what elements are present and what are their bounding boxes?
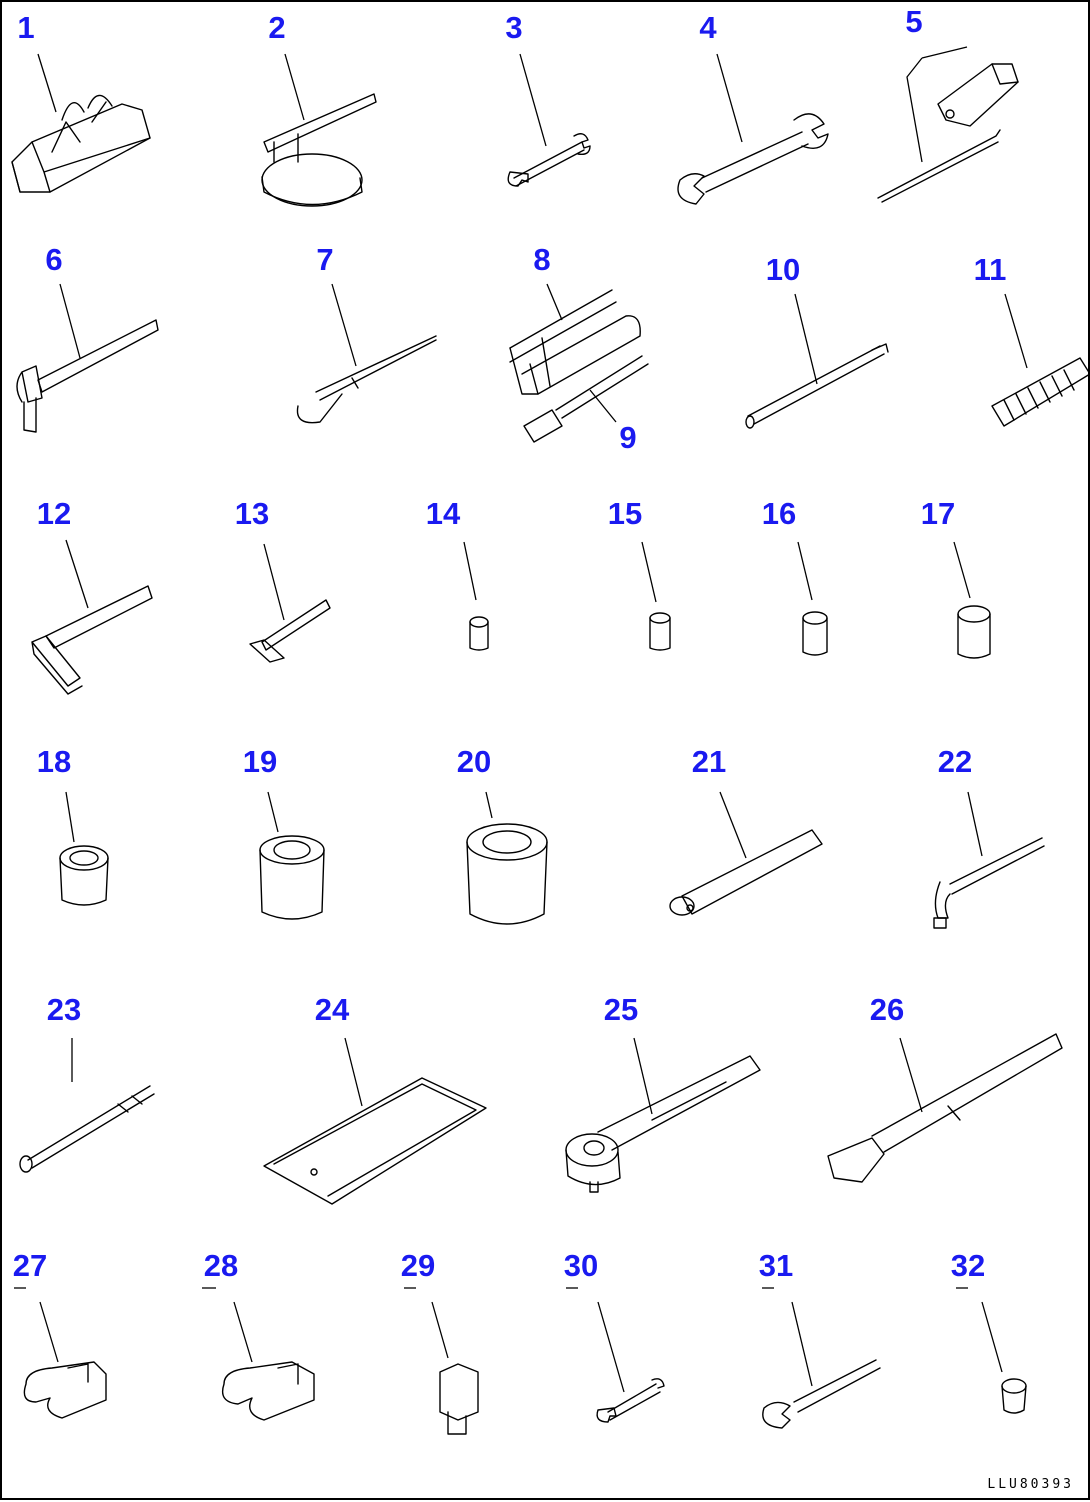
callout-3: 3 <box>505 10 523 45</box>
socket-17-icon <box>953 541 991 659</box>
small-spanner-30-icon <box>566 1287 665 1423</box>
hex-key-small-icon <box>249 543 331 663</box>
callout-11: 11 <box>973 252 1007 287</box>
hex-key-large-icon <box>31 539 153 695</box>
callout-2: 2 <box>268 10 286 45</box>
callout-19: 19 <box>242 744 278 779</box>
socket-14-icon <box>463 541 489 651</box>
flare-wrench-31-icon <box>762 1287 881 1429</box>
callout-30: 30 <box>563 1248 599 1283</box>
callout-1: 1 <box>17 10 35 45</box>
nut-32-icon <box>956 1287 1027 1414</box>
callout-5: 5 <box>905 4 923 39</box>
ratchet-handle-25-icon <box>565 1037 761 1193</box>
callout-23: 23 <box>46 992 82 1027</box>
callout-18: 18 <box>36 744 72 779</box>
callout-13: 13 <box>234 496 270 531</box>
filter-wrench-icon <box>261 53 377 207</box>
adapter-29-icon <box>404 1287 479 1435</box>
screwdriver-icon <box>877 46 1019 203</box>
callout-27: 27 <box>12 1248 48 1283</box>
scraper-26-icon <box>827 1033 1063 1183</box>
extension-bar-icon <box>523 355 649 443</box>
crowfoot-27-icon <box>14 1287 107 1419</box>
socket-18-icon <box>59 791 109 906</box>
tool-case-24-icon <box>263 1037 487 1205</box>
callout-9: 9 <box>619 420 637 455</box>
long-bar-icon <box>745 293 889 429</box>
callout-21: 21 <box>691 744 727 779</box>
callout-6: 6 <box>45 242 63 277</box>
callout-10: 10 <box>765 252 801 287</box>
socket-16-icon <box>797 541 828 656</box>
callout-24: 24 <box>314 992 350 1027</box>
hammer-icon <box>16 283 159 433</box>
callout-25: 25 <box>603 992 639 1027</box>
callout-22: 22 <box>937 744 973 779</box>
drawing-code: LLU80393 <box>987 1477 1074 1492</box>
socket-19-icon <box>259 791 325 920</box>
small-spanner-icon <box>507 53 591 187</box>
pry-bar-icon <box>296 283 437 424</box>
callout-4: 4 <box>699 10 717 45</box>
callout-20: 20 <box>456 744 492 779</box>
box-wrench-icon <box>509 283 641 395</box>
ratchet-extension-21-icon <box>669 791 823 916</box>
callout-16: 16 <box>761 496 797 531</box>
t-handle-22-icon <box>933 791 1045 929</box>
callout-28: 28 <box>203 1248 239 1283</box>
callout-14: 14 <box>425 496 461 531</box>
callout-26: 26 <box>869 992 905 1027</box>
callout-29: 29 <box>400 1248 436 1283</box>
socket-15-icon <box>641 541 671 651</box>
callout-12: 12 <box>36 496 72 531</box>
callout-15: 15 <box>607 496 643 531</box>
callout-31: 31 <box>758 1248 794 1283</box>
crowfoot-28-icon <box>202 1287 315 1421</box>
tool-bag-icon <box>11 53 151 193</box>
callout-32: 32 <box>950 1248 986 1283</box>
callout-7: 7 <box>316 242 334 277</box>
extension-23-icon <box>19 1038 155 1173</box>
spring-bit-icon <box>991 293 1090 427</box>
callout-17: 17 <box>920 496 956 531</box>
callout-8: 8 <box>533 242 551 277</box>
socket-20-icon <box>466 791 548 925</box>
large-spanner-icon <box>677 53 829 205</box>
